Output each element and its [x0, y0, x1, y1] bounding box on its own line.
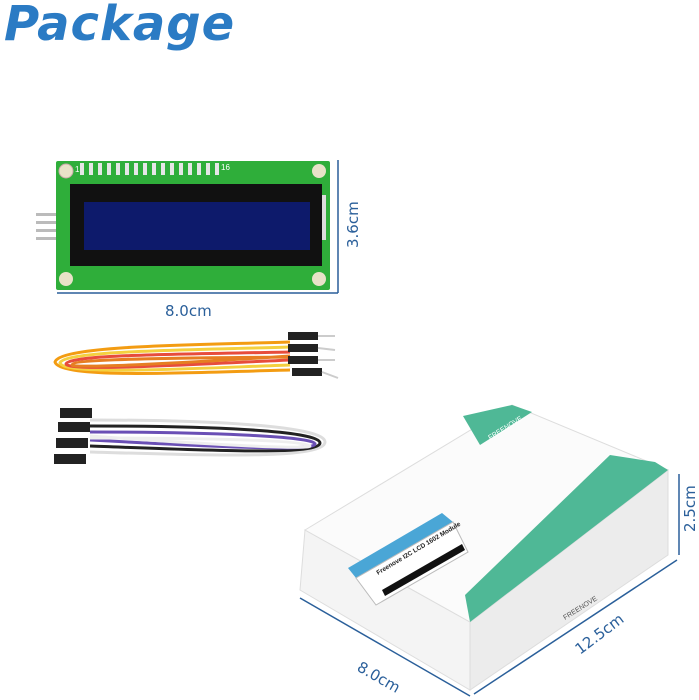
lcd-module: 1 16 [36, 161, 330, 290]
lcd-screen [84, 202, 310, 250]
box-height-label: 2.5cm [681, 485, 699, 532]
jumper-cable-female [89, 418, 327, 457]
jumper-cable-male [53, 340, 291, 375]
lcd-width-label: 8.0cm [165, 302, 212, 320]
lcd-height-label: 3.6cm [344, 201, 362, 248]
box-width-label: 8.0cm [354, 658, 403, 697]
page-title: Package [4, 0, 236, 52]
freenove-box: FREENOVE Freenove I2C LCD 1602 Module FR… [299, 404, 669, 691]
pin-16-label: 16 [221, 163, 230, 172]
box-length-label: 12.5cm [572, 610, 628, 658]
pin-1-label: 1 [75, 165, 80, 174]
